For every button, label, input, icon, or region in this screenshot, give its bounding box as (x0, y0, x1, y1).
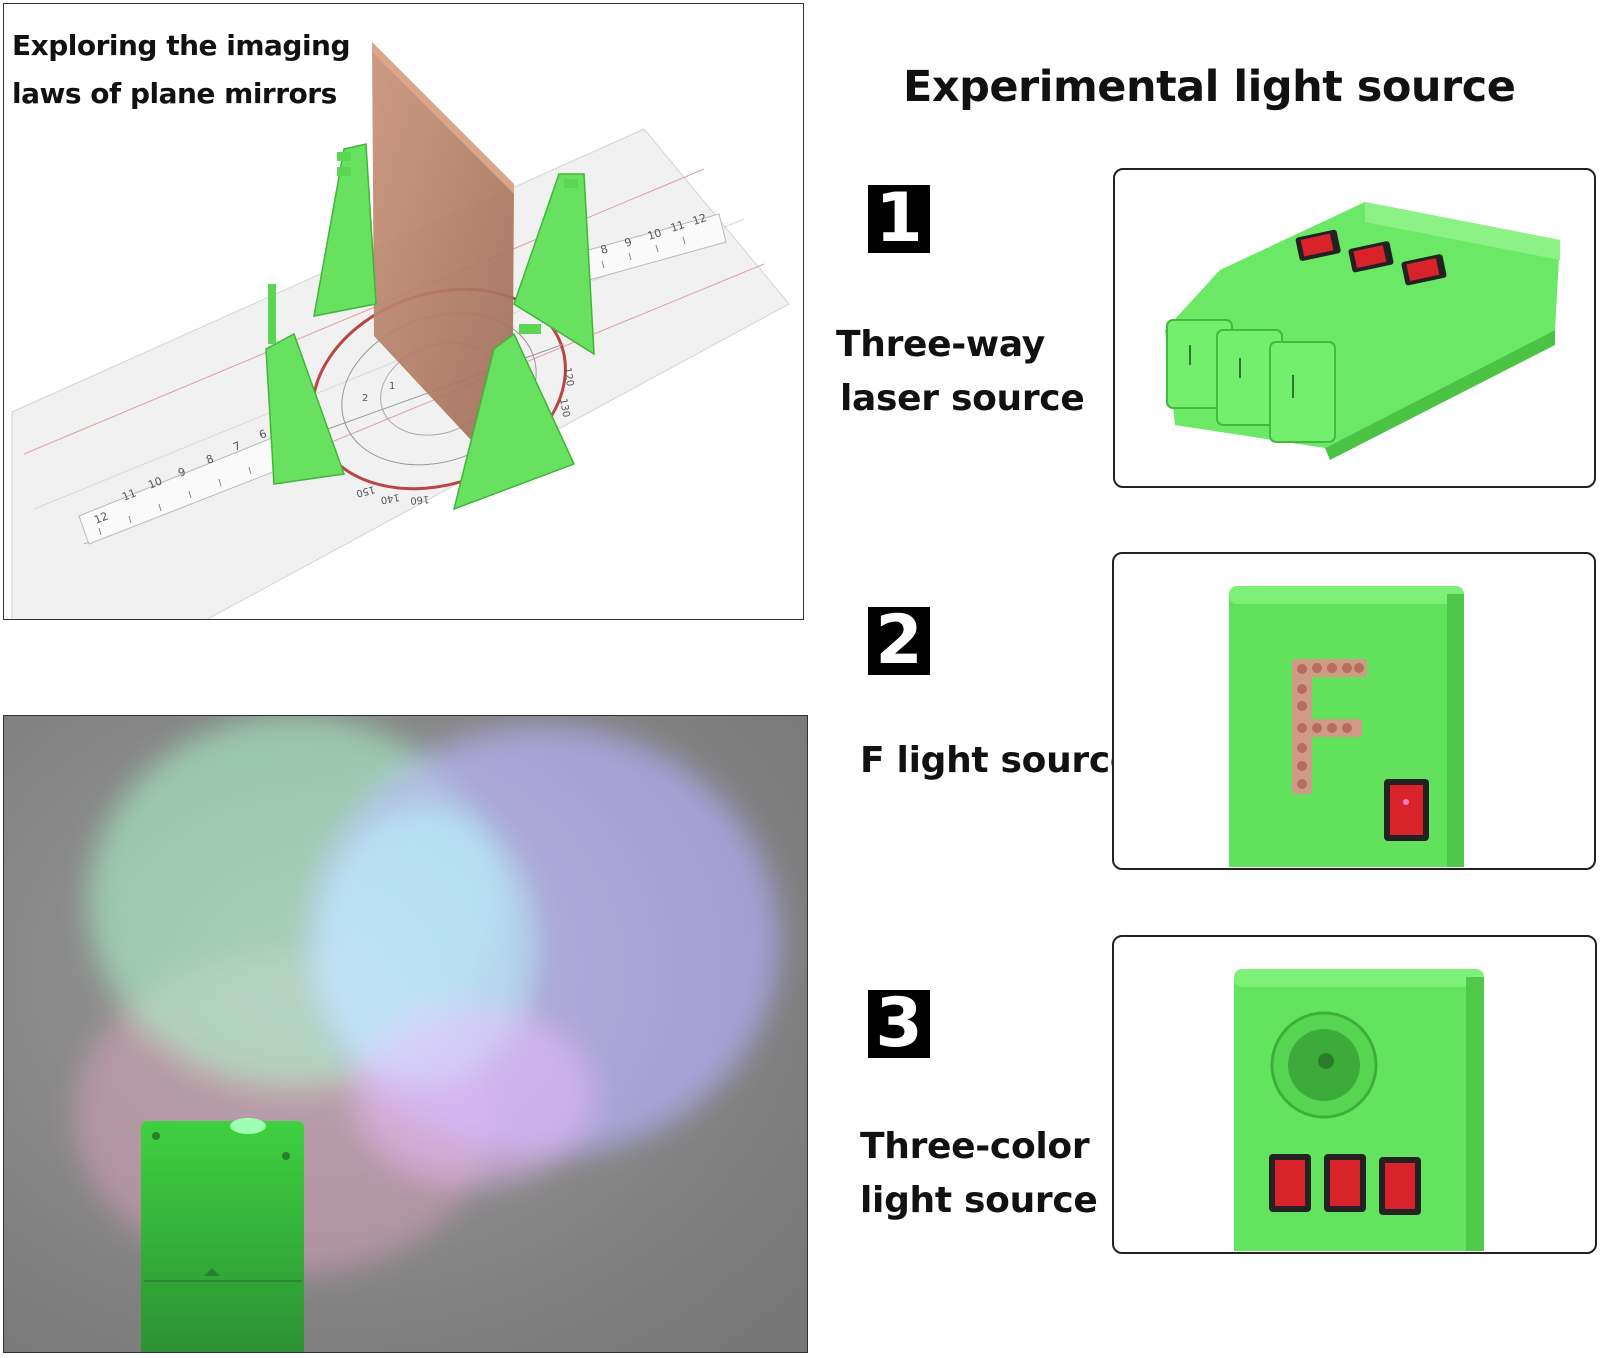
mirror-experiment-caption: Exploring the imaging laws of plane mirr… (12, 22, 351, 118)
three-way-laser-box-icon (1113, 168, 1596, 488)
caption-line: laws of plane mirrors (12, 77, 337, 110)
ruler-tick-label: 9 (176, 465, 187, 480)
green-stand-right-back (513, 173, 595, 356)
ruler-tick-label: 8 (204, 452, 215, 467)
item-number-badge: 3 (868, 990, 930, 1058)
item-label-f-light: F light source (860, 734, 1134, 788)
ruler-tick-label: 12 (92, 509, 110, 526)
center-ruler-tick-label: 1 (389, 381, 395, 392)
plane-mirror-setup-illustration: 12 11 10 9 8 7 6 8 9 10 11 12 1 2 120 13… (11, 42, 790, 619)
ruler-tick-label: 9 (623, 235, 634, 250)
center-ruler-tick-label: 2 (362, 393, 368, 404)
plane-mirror-experiment-image: 12 11 10 9 8 7 6 8 9 10 11 12 1 2 120 13… (3, 3, 804, 620)
ruler-tick-label: 10 (646, 226, 663, 243)
color-mixing-illustration (4, 716, 807, 1352)
label-line: light source (860, 1180, 1098, 1221)
ruler-tick-label: 11 (120, 486, 138, 503)
protractor-tick-label: 130 (557, 398, 571, 419)
light-source-heading: Experimental light source (903, 62, 1516, 112)
label-line: Three-way (836, 324, 1045, 365)
ruler-tick-label: 11 (669, 218, 686, 235)
three-color-lamp-icon (1112, 935, 1597, 1254)
item-label-three-way-laser: Three-way laser source (836, 318, 1085, 426)
protractor-tick-label: 160 (410, 493, 430, 506)
ruler-tick-label: 7 (231, 439, 242, 454)
caption-line: Exploring the imaging (12, 29, 351, 62)
item-label-three-color: Three-color light source (860, 1120, 1098, 1228)
protractor-tick-label: 140 (380, 491, 401, 505)
ruler-tick-label: 6 (257, 427, 268, 442)
protractor-tick-label: 150 (355, 483, 376, 499)
f-led-box-icon (1112, 552, 1596, 870)
label-line: F light source (860, 740, 1135, 781)
ruler-tick-label: 10 (146, 474, 164, 491)
green-stand-left-front (265, 332, 346, 485)
label-line: laser source (840, 378, 1085, 419)
ruler-tick-label: 8 (599, 242, 610, 257)
label-line: Three-color (860, 1126, 1090, 1167)
item-number-badge: 2 (868, 607, 930, 675)
green-stand-left-back (313, 143, 377, 317)
green-stand-right-front (452, 332, 576, 511)
three-color-projection-image (3, 715, 808, 1353)
ruler-tick-label: 12 (691, 211, 708, 228)
three-color-lamp-box (141, 1121, 304, 1352)
item-number-badge: 1 (868, 185, 930, 253)
protractor-tick-label: 120 (561, 367, 575, 388)
